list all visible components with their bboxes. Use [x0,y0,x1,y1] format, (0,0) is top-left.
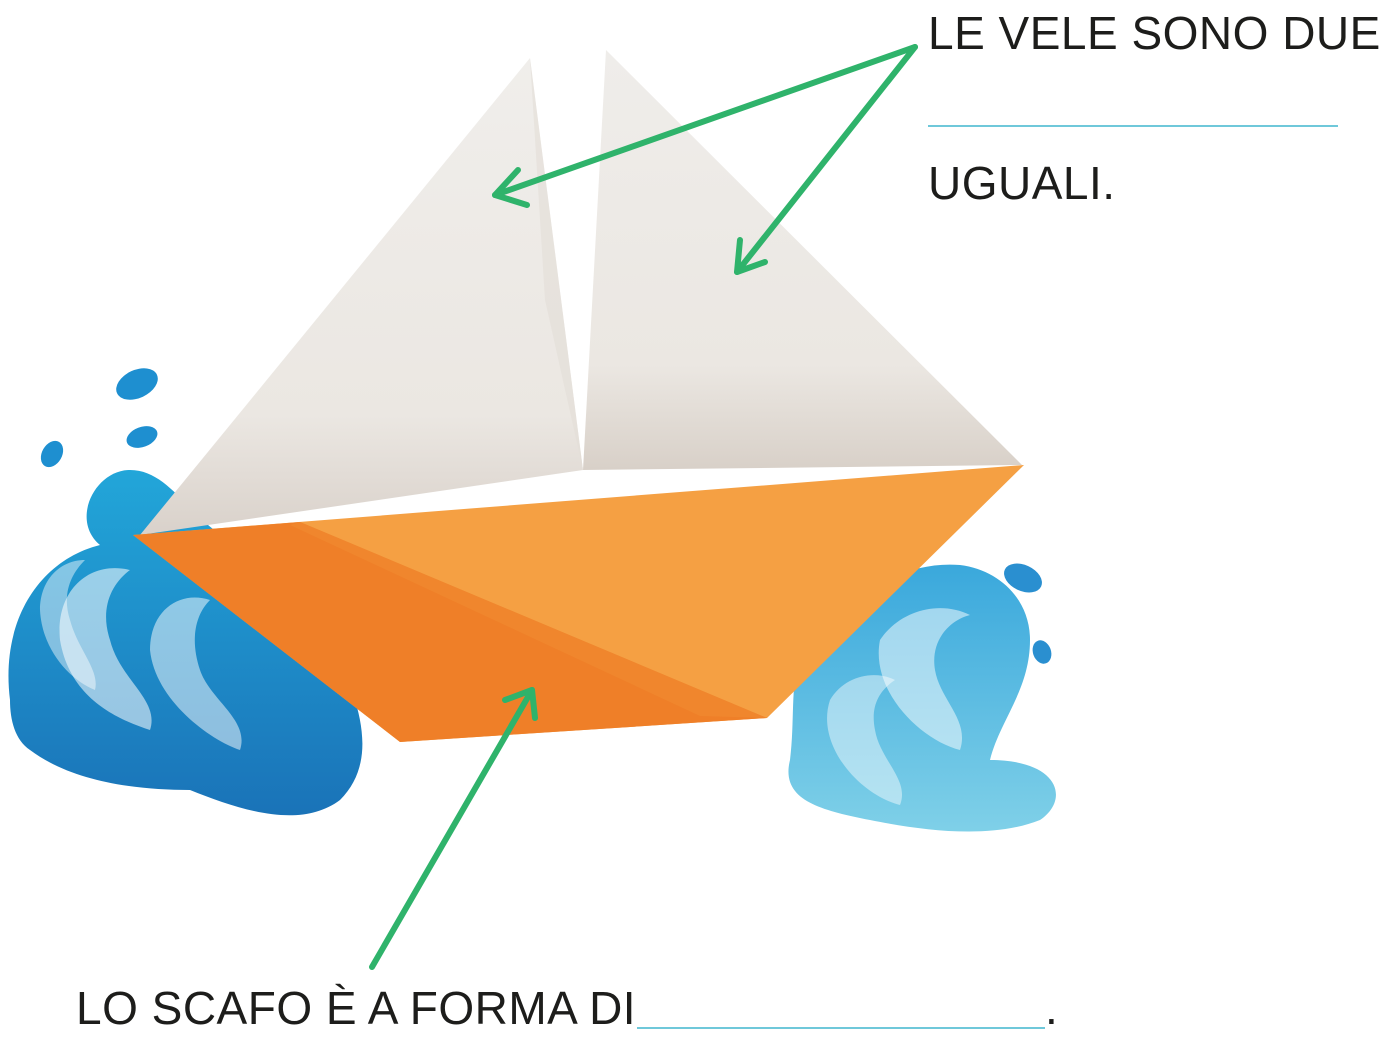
hull-answer-blank[interactable] [637,1027,1045,1029]
wave-right-curl [878,608,970,750]
hull-left-face [133,522,767,742]
sail-left [140,58,583,535]
wave-left-curl [59,568,152,730]
arrow-to-right-sail [734,44,918,275]
sail-right [583,50,1022,470]
hull [133,465,1024,742]
droplet [116,368,158,400]
droplet [40,440,64,468]
droplet [1032,640,1052,664]
sail-left-shade [530,58,583,470]
droplet [126,426,158,448]
sails [140,50,1022,535]
arrows [369,44,918,970]
arrow-to-left-sail [492,44,918,208]
waves-right [788,563,1056,832]
wave-left-curl-3 [40,560,96,690]
wave-left-curl-2 [150,597,242,750]
hull-fold [290,522,767,718]
sails-statement-line2: UGUALI. [928,157,1116,209]
waves-left [8,368,363,816]
droplet [1004,563,1042,593]
wave-right-curl-2 [827,675,903,805]
sails-statement-line1: LE VELE SONO DUE [928,7,1381,59]
arrow-to-hull [369,687,538,970]
hull-statement-period: . [1045,982,1059,1034]
hull-statement: LO SCAFO È A FORMA DI [76,982,637,1034]
sails-answer-blank[interactable] [928,125,1338,127]
